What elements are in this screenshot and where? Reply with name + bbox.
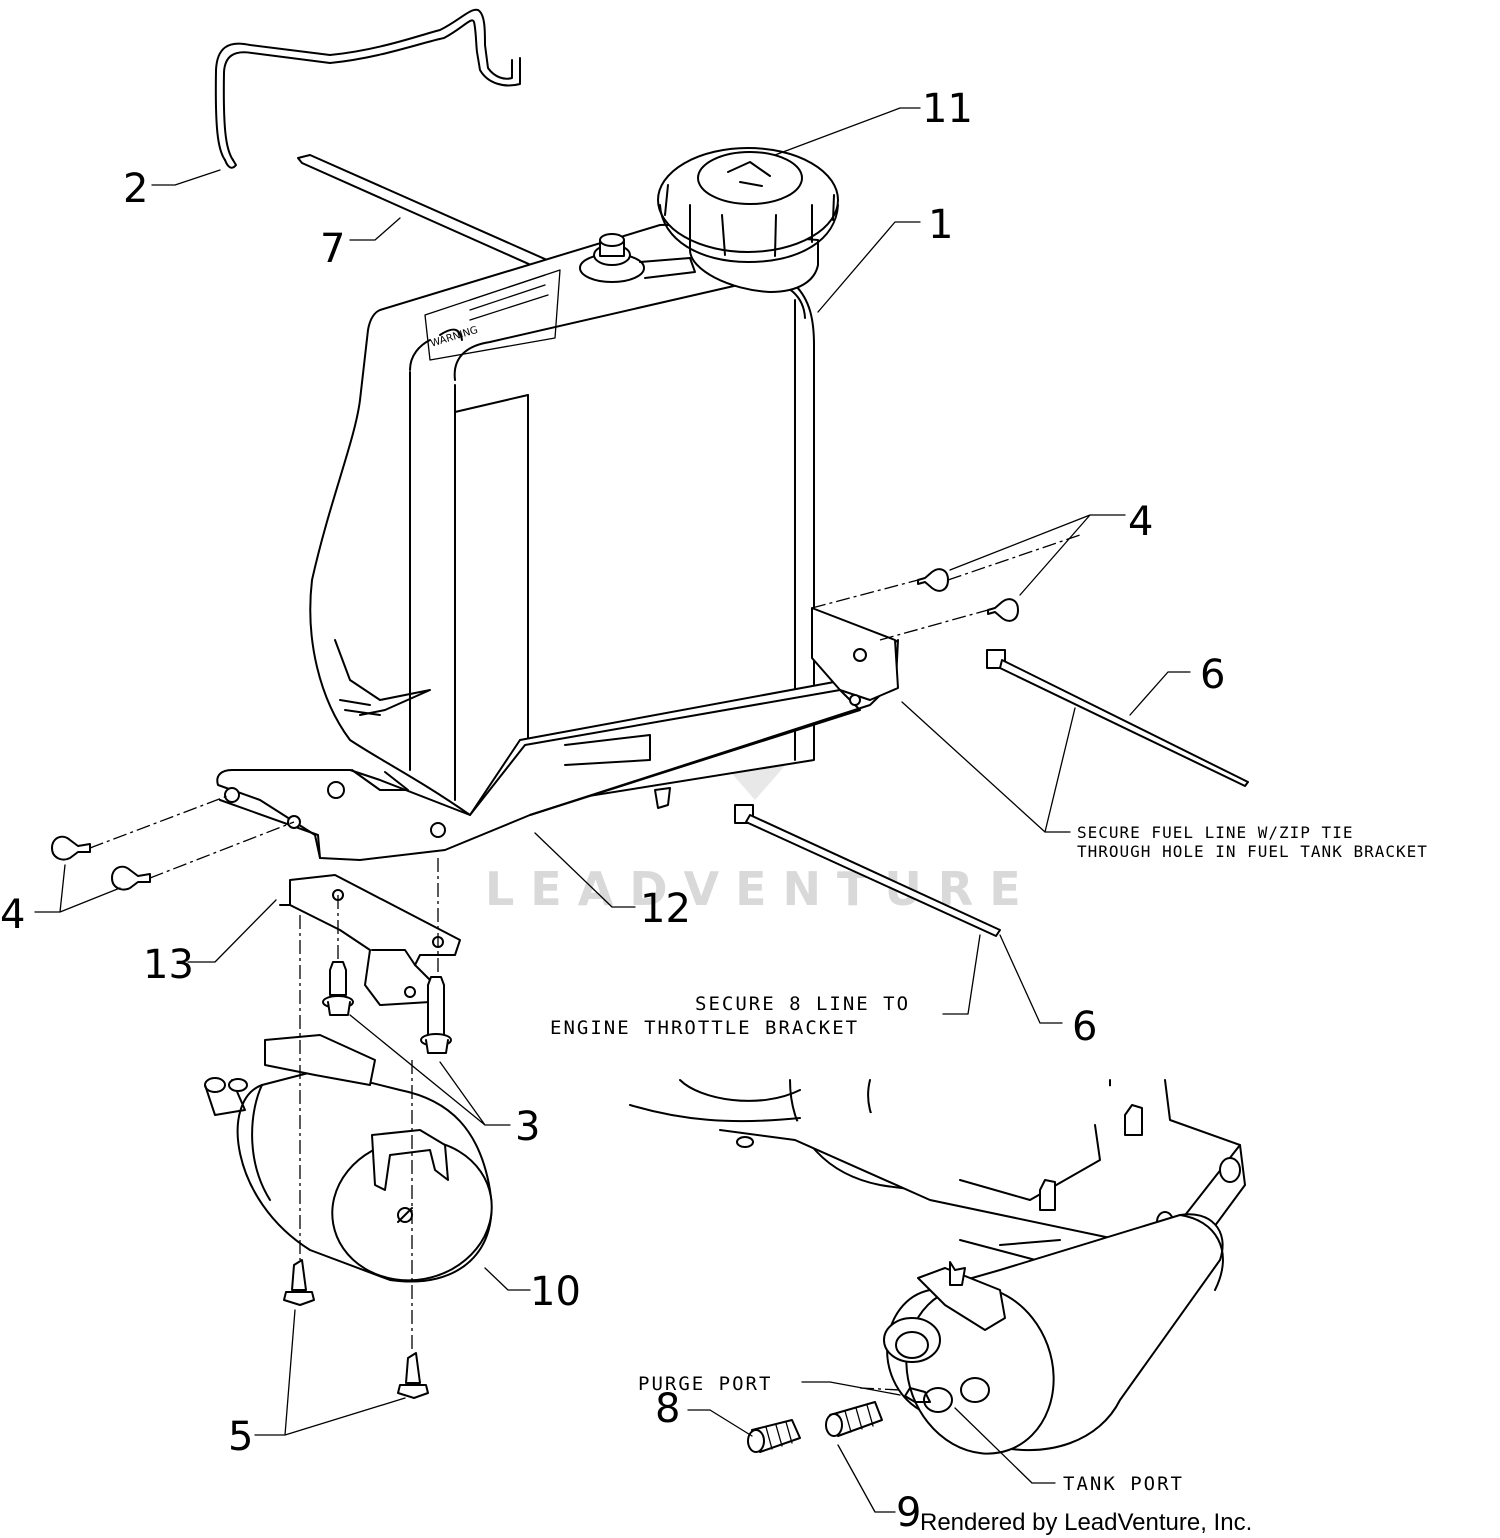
callout-3: 3 — [515, 1104, 540, 1150]
callout-13: 13 — [143, 942, 194, 988]
push-pins-part-5 — [283, 1259, 429, 1399]
callout-9: 9 — [896, 1490, 921, 1536]
callout-4-right: 4 — [1128, 499, 1153, 545]
callout-11: 11 — [922, 86, 973, 132]
callout-4-left: 4 — [0, 892, 25, 938]
push-pins-part-3 — [322, 961, 452, 1054]
port-cap-part-8 — [747, 1419, 801, 1453]
callouts: 1 2 3 4 4 5 6 6 7 8 9 10 11 12 13 — [0, 86, 1225, 1536]
notes: SECURE FUEL LINE W/ZIP TIE THROUGH HOLE … — [550, 823, 1428, 1495]
charcoal-canister-part-10 — [204, 1034, 493, 1283]
zip-ties-part-6 — [734, 649, 1249, 937]
installed-view-inset — [629, 1079, 1246, 1455]
callout-6-lower: 6 — [1072, 1004, 1097, 1050]
fuel-line-part-2 — [214, 8, 521, 169]
inset-canister — [883, 1213, 1224, 1455]
callout-2: 2 — [123, 166, 148, 212]
push-pin — [420, 976, 452, 1054]
note-throttle-2: ENGINE THROTTLE BRACKET — [550, 1017, 859, 1039]
leader-lines — [34, 107, 1191, 1513]
note-fuel-line-2: THROUGH HOLE IN FUEL TANK BRACKET — [1077, 842, 1428, 861]
canister-ports — [204, 1077, 248, 1116]
fuel-cap-part-11 — [657, 147, 839, 293]
push-pin — [322, 961, 354, 1016]
note-throttle-1: SECURE 8 LINE TO — [695, 993, 910, 1015]
note-fuel-line-1: SECURE FUEL LINE W/ZIP TIE — [1077, 823, 1353, 842]
render-credit: Rendered by LeadVenture, Inc. — [920, 1509, 1252, 1536]
callout-5: 5 — [228, 1414, 253, 1460]
callout-6-upper: 6 — [1200, 652, 1225, 698]
callout-10: 10 — [530, 1269, 581, 1315]
callout-8: 8 — [655, 1386, 680, 1432]
callout-7: 7 — [320, 226, 345, 272]
port-cap-part-9 — [825, 1401, 883, 1437]
vent-fitting — [579, 233, 696, 283]
callout-1: 1 — [928, 202, 953, 248]
push-pins-part-4 — [51, 568, 1019, 891]
label-purge-port: PURGE PORT — [638, 1373, 772, 1395]
tank-bracket-part-12 — [216, 607, 899, 861]
fuel-tank-part-1: WARNING — [309, 223, 815, 816]
label-tank-port: TANK PORT — [1063, 1473, 1184, 1495]
callout-12: 12 — [640, 886, 691, 932]
